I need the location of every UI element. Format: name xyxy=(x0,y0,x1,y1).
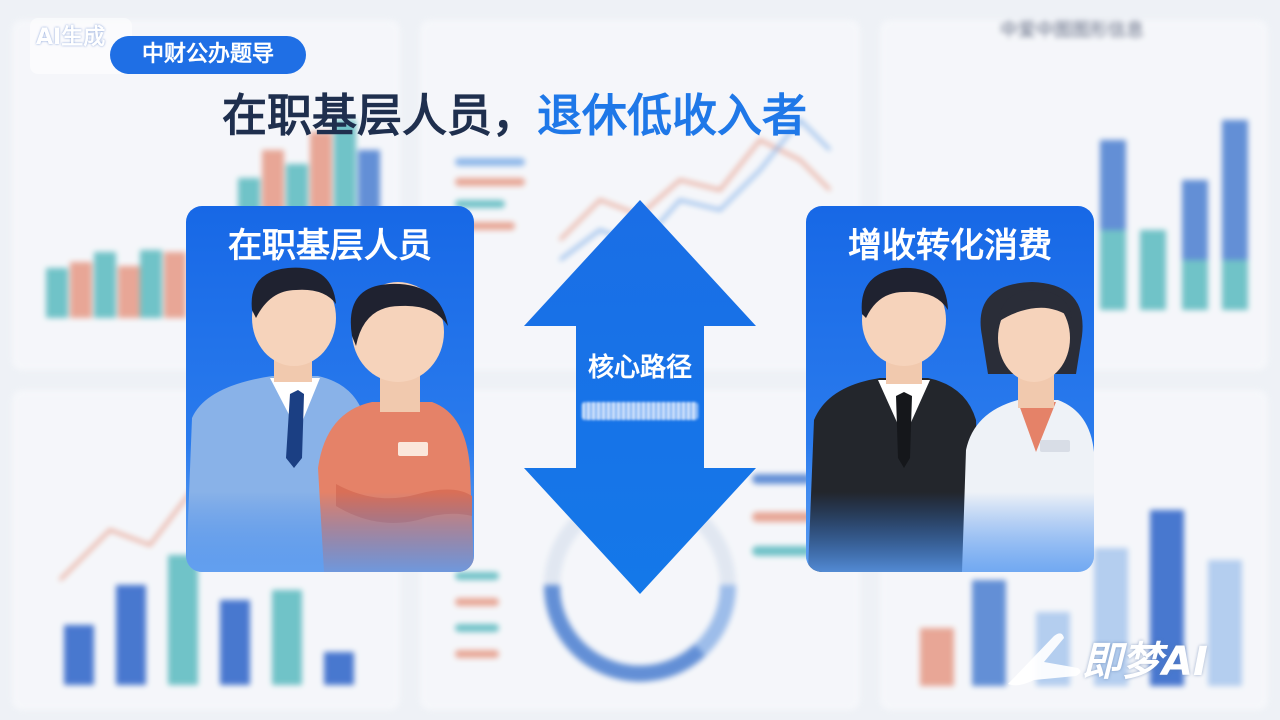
retirees-illustration xyxy=(806,267,1094,572)
ai-badge-label: AI生成 xyxy=(36,25,106,50)
watermark-text: 即梦AI xyxy=(1082,639,1208,685)
card-left-title: 在职基层人员 xyxy=(228,226,432,266)
card-right: 增收转化消费 xyxy=(806,206,1094,572)
double-arrow-icon xyxy=(524,200,756,594)
jimeng-logo-icon xyxy=(1008,633,1081,686)
jimeng-watermark: 即梦AI xyxy=(1004,628,1264,696)
blurred-subtext xyxy=(582,402,698,420)
bg-corner-text: 中爱中图图形信息 xyxy=(1000,20,1144,41)
core-path-arrow: 核心路径 xyxy=(520,196,760,596)
card-left: 在职基层人员 xyxy=(186,206,474,572)
headline-part-2: 退休低收入者 xyxy=(537,89,808,142)
bg-bars-top-right xyxy=(1100,120,1248,310)
workers-illustration xyxy=(186,267,474,572)
headline-part-1: 在职基层人员， xyxy=(222,89,538,142)
core-path-label: 核心路径 xyxy=(587,353,692,383)
source-tag: 中财公办题导 xyxy=(110,36,306,74)
card-right-title: 增收转化消费 xyxy=(848,226,1052,266)
headline: 在职基层人员，退休低收入者 xyxy=(222,84,922,148)
bg-top-center-lines xyxy=(455,117,832,262)
